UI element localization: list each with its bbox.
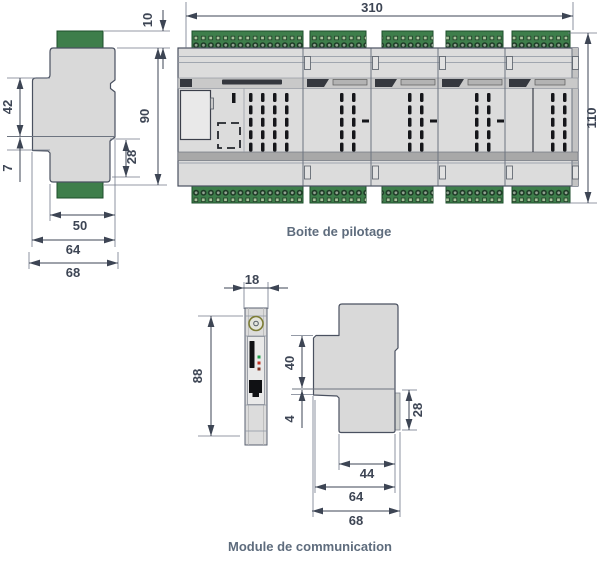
- control-box-caption: Boite de pilotage: [287, 224, 392, 239]
- dim-value-total-height: 90: [137, 109, 152, 123]
- dim-value-comm-upper: 40: [282, 356, 297, 370]
- control-box-front-view: 310 110: [177, 0, 599, 204]
- dimension-lines: [298, 336, 413, 515]
- comm-module-side-body: [312, 303, 399, 434]
- bottom-terminal-blocks: [191, 185, 571, 204]
- control-box-side-body: [31, 47, 116, 183]
- din-rail-clip: [394, 392, 401, 431]
- dim-value-rail-offset: 7: [0, 164, 15, 171]
- comm-module-side-view: 40 4 28 44 64 68: [282, 303, 425, 528]
- dimension-lines: [16, 10, 167, 267]
- dim-value-mid-width: 64: [66, 242, 81, 257]
- led-green: [257, 355, 261, 359]
- dimension-lines: [186, 12, 592, 203]
- dim-value-comm-mid-width: 64: [349, 489, 364, 504]
- comm-module-front-view: 18 88: [190, 272, 288, 446]
- cpu-module-face: [179, 88, 245, 152]
- rotary-knob: [248, 315, 264, 332]
- extension-lines: [185, 2, 597, 204]
- extension-lines: [198, 282, 269, 437]
- display-window: [179, 89, 212, 141]
- dim-value-comm-offset: 4: [282, 415, 297, 423]
- ventilation-slots: [249, 88, 567, 152]
- dim-value-front-width: 310: [361, 0, 383, 15]
- rj45-port-latch: [252, 392, 259, 397]
- dim-value-outer-width: 68: [66, 265, 80, 280]
- dimension-lines: [207, 284, 288, 436]
- dim-value-comm-height: 88: [190, 369, 205, 383]
- lower-band: [177, 151, 579, 161]
- extension-lines: [7, 30, 170, 269]
- status-slot: [232, 93, 236, 103]
- dim-value-lower-section: 28: [124, 150, 139, 164]
- dim-value-inner-width: 50: [73, 218, 87, 233]
- dim-value-front-height: 110: [584, 108, 599, 129]
- right-edge-shade: [572, 48, 578, 186]
- led-red: [257, 361, 261, 365]
- control-box-side-view: 10 42 7 90 28 50 64 68: [0, 10, 170, 280]
- dashed-port-outline: [217, 122, 241, 149]
- dim-value-comm-lower: 28: [410, 403, 425, 417]
- rotary-knob-center: [253, 320, 259, 327]
- bottom-connector: [56, 181, 104, 199]
- led-dark-red: [257, 367, 261, 371]
- rj45-port: [249, 380, 262, 393]
- dim-value-comm-outer-width: 68: [349, 513, 363, 528]
- dim-value-connector-height: 10: [140, 13, 155, 27]
- top-connector: [56, 30, 104, 49]
- comm-module-caption: Module de communication: [228, 539, 392, 554]
- top-terminal-blocks: [191, 30, 571, 49]
- dim-value-upper-section: 42: [0, 100, 15, 114]
- dim-value-comm-width: 18: [245, 272, 259, 287]
- display-latch: [210, 97, 214, 110]
- band-tabs: [180, 79, 566, 87]
- sd-card-slot: [249, 341, 255, 368]
- module-dividers: [302, 48, 579, 186]
- dim-value-comm-inner-width: 44: [360, 466, 375, 481]
